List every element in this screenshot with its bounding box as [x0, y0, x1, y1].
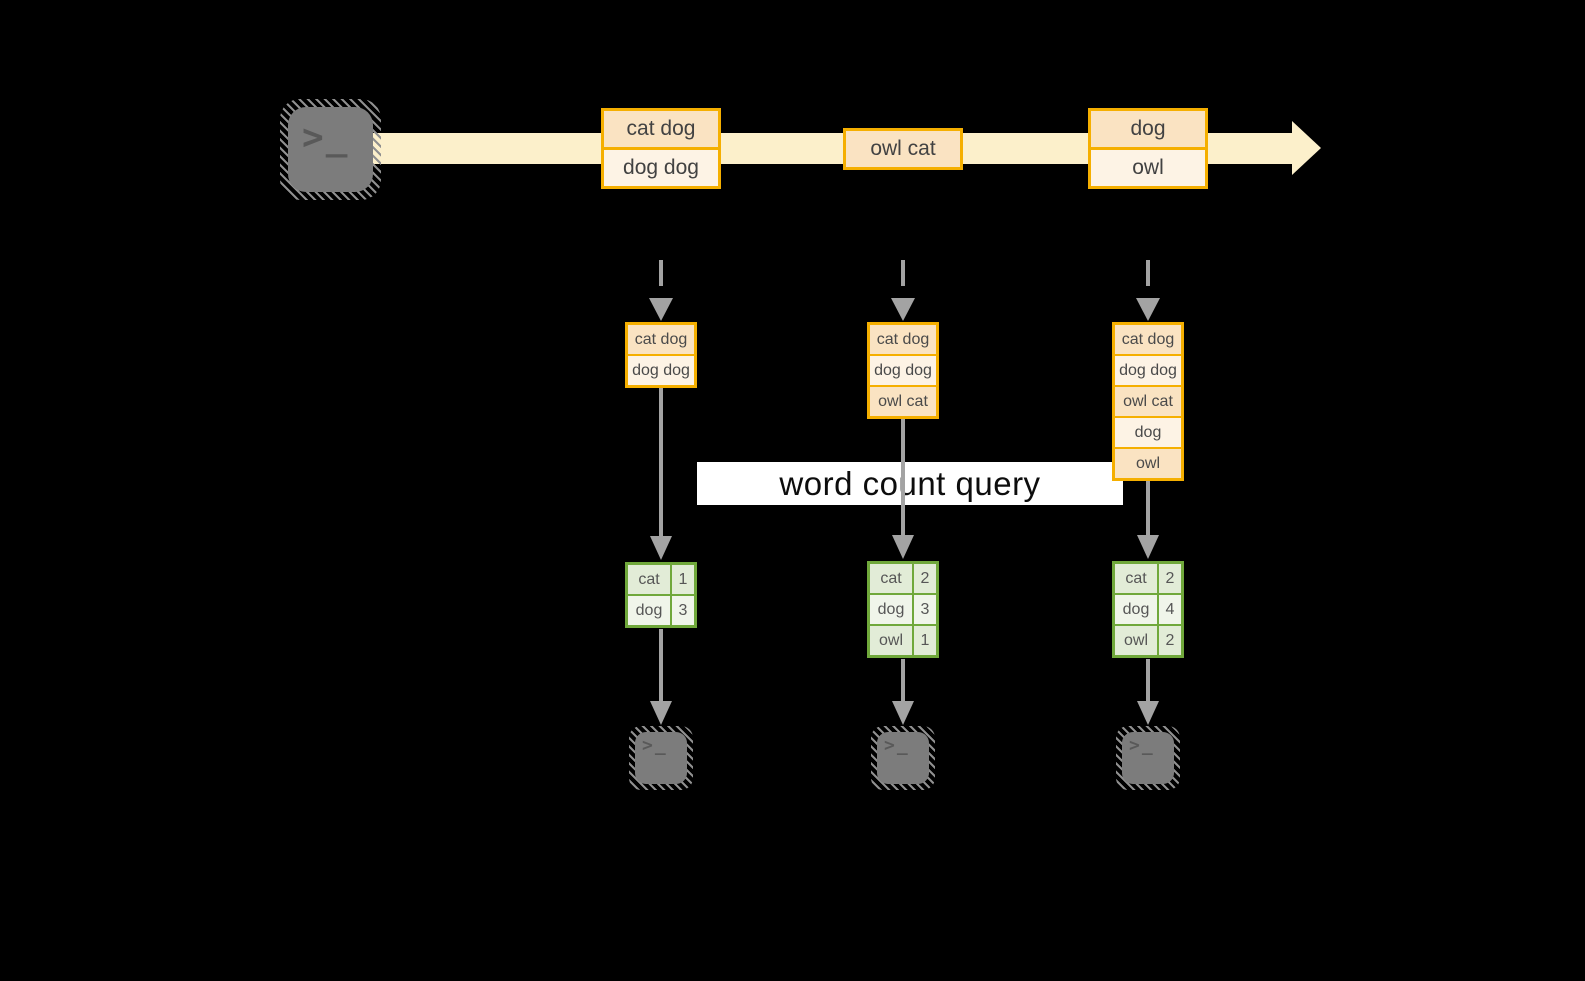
sink-terminal-icon: >_	[871, 726, 935, 790]
dashed-arrow	[1136, 260, 1160, 321]
micro-batch-1: cat dog dog dog	[625, 322, 697, 388]
word-cell: cat	[1115, 564, 1157, 593]
stream-event-cell: owl	[1091, 150, 1205, 186]
terminal-screen	[288, 107, 373, 192]
stream-event-box-1: cat dog dog dog	[601, 108, 721, 189]
solid-arrow	[650, 629, 672, 725]
batch-row: cat dog	[1115, 325, 1181, 354]
count-cell: 1	[672, 565, 694, 594]
micro-batch-3: cat dog dog dog owl cat dog owl	[1112, 322, 1184, 481]
count-cell: 2	[914, 564, 936, 593]
count-cell: 1	[914, 626, 936, 655]
terminal-prompt-icon: >_	[884, 735, 908, 756]
word-count-table-2: cat 2 dog 3 owl 1	[867, 561, 939, 658]
solid-arrow	[892, 418, 914, 559]
word-cell: dog	[870, 595, 912, 624]
terminal-prompt-icon: >_	[302, 117, 348, 158]
batch-row: dog dog	[628, 356, 694, 385]
count-cell: 3	[672, 596, 694, 625]
stream-event-box-3: dog owl	[1088, 108, 1208, 189]
batch-row: cat dog	[628, 325, 694, 354]
stream-event-cell: cat dog	[604, 111, 718, 147]
word-cell: cat	[628, 565, 670, 594]
batch-row: dog	[1115, 418, 1181, 447]
word-cell: dog	[628, 596, 670, 625]
word-count-table-3: cat 2 dog 4 owl 2	[1112, 561, 1184, 658]
stream-event-box-2: owl cat	[843, 128, 963, 170]
word-cell: owl	[1115, 626, 1157, 655]
stream-arrowhead	[1292, 121, 1321, 175]
dashed-arrow	[891, 260, 915, 321]
word-cell: owl	[870, 626, 912, 655]
solid-arrow	[1137, 481, 1159, 559]
query-band: word count query	[697, 462, 1123, 505]
stream-event-cell: dog dog	[604, 150, 718, 186]
dashed-arrow	[649, 260, 673, 321]
word-cell: dog	[1115, 595, 1157, 624]
batch-row: dog dog	[870, 356, 936, 385]
batch-row: cat dog	[870, 325, 936, 354]
batch-row: owl cat	[1115, 387, 1181, 416]
count-cell: 2	[1159, 564, 1181, 593]
terminal-prompt-icon: >_	[642, 735, 666, 756]
batch-row: owl cat	[870, 387, 936, 416]
count-cell: 2	[1159, 626, 1181, 655]
word-count-table-1: cat 1 dog 3	[625, 562, 697, 628]
query-label: word count query	[779, 464, 1041, 502]
terminal-screen	[877, 732, 929, 784]
terminal-screen	[635, 732, 687, 784]
terminal-screen	[1122, 732, 1174, 784]
batch-row: owl	[1115, 449, 1181, 478]
micro-batch-2: cat dog dog dog owl cat	[867, 322, 939, 419]
solid-arrow	[650, 388, 672, 560]
source-terminal-icon: >_	[280, 99, 381, 200]
word-cell: cat	[870, 564, 912, 593]
batch-row: dog dog	[1115, 356, 1181, 385]
stream-event-cell: dog	[1091, 111, 1205, 147]
solid-arrow	[1137, 659, 1159, 725]
sink-terminal-icon: >_	[629, 726, 693, 790]
sink-terminal-icon: >_	[1116, 726, 1180, 790]
count-cell: 3	[914, 595, 936, 624]
count-cell: 4	[1159, 595, 1181, 624]
stream-event-cell: owl cat	[846, 131, 960, 167]
solid-arrow	[892, 659, 914, 725]
terminal-prompt-icon: >_	[1129, 735, 1153, 756]
